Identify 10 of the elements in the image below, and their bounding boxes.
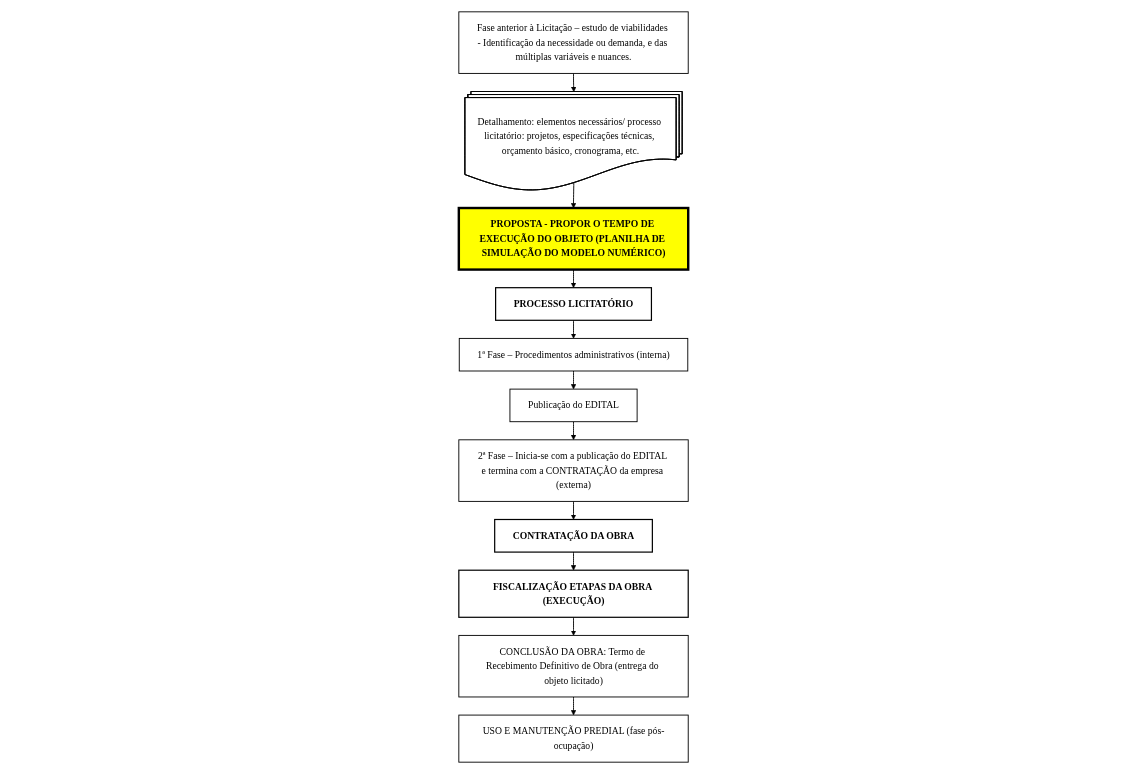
node-box: PROCESSO LICITATÓRIO xyxy=(494,286,652,321)
node-box: FISCALIZAÇÃO ETAPAS DA OBRA (EXECUÇÃO) xyxy=(458,569,689,618)
node-box: CONCLUSÃO DA OBRA: Termo de Recebimento Definitivo de Obra (entrega do objeto licitado) xyxy=(458,634,689,697)
node-box: USO E MANUTENÇÃO PREDIAL (fase pós-ocupação) xyxy=(458,714,689,763)
node-box: CONTRATAÇÃO DA OBRA xyxy=(494,518,653,553)
node-box: Fase anterior à Licitação – estudo de viabilidades - Identificação da necessidade ou demanda, e das múltiplas variáveis e nuances. xyxy=(458,10,689,74)
node-box: 1ª Fase – Procedimentos administrativos (interna) xyxy=(458,337,689,371)
node-box: PROPOSTA - PROPOR O TEMPO DE EXECUÇÃO DO OBJETO (PLANILHA DE SIMULAÇÃO DO MODELO NUMÉRICO) xyxy=(457,206,690,271)
node-box: 2ª Fase – Inicia-se com a publicação do EDITAL e termina com a CONTRATAÇÃO da empresa (externa) xyxy=(458,438,689,502)
node-box: Publicação do EDITAL xyxy=(509,388,638,422)
